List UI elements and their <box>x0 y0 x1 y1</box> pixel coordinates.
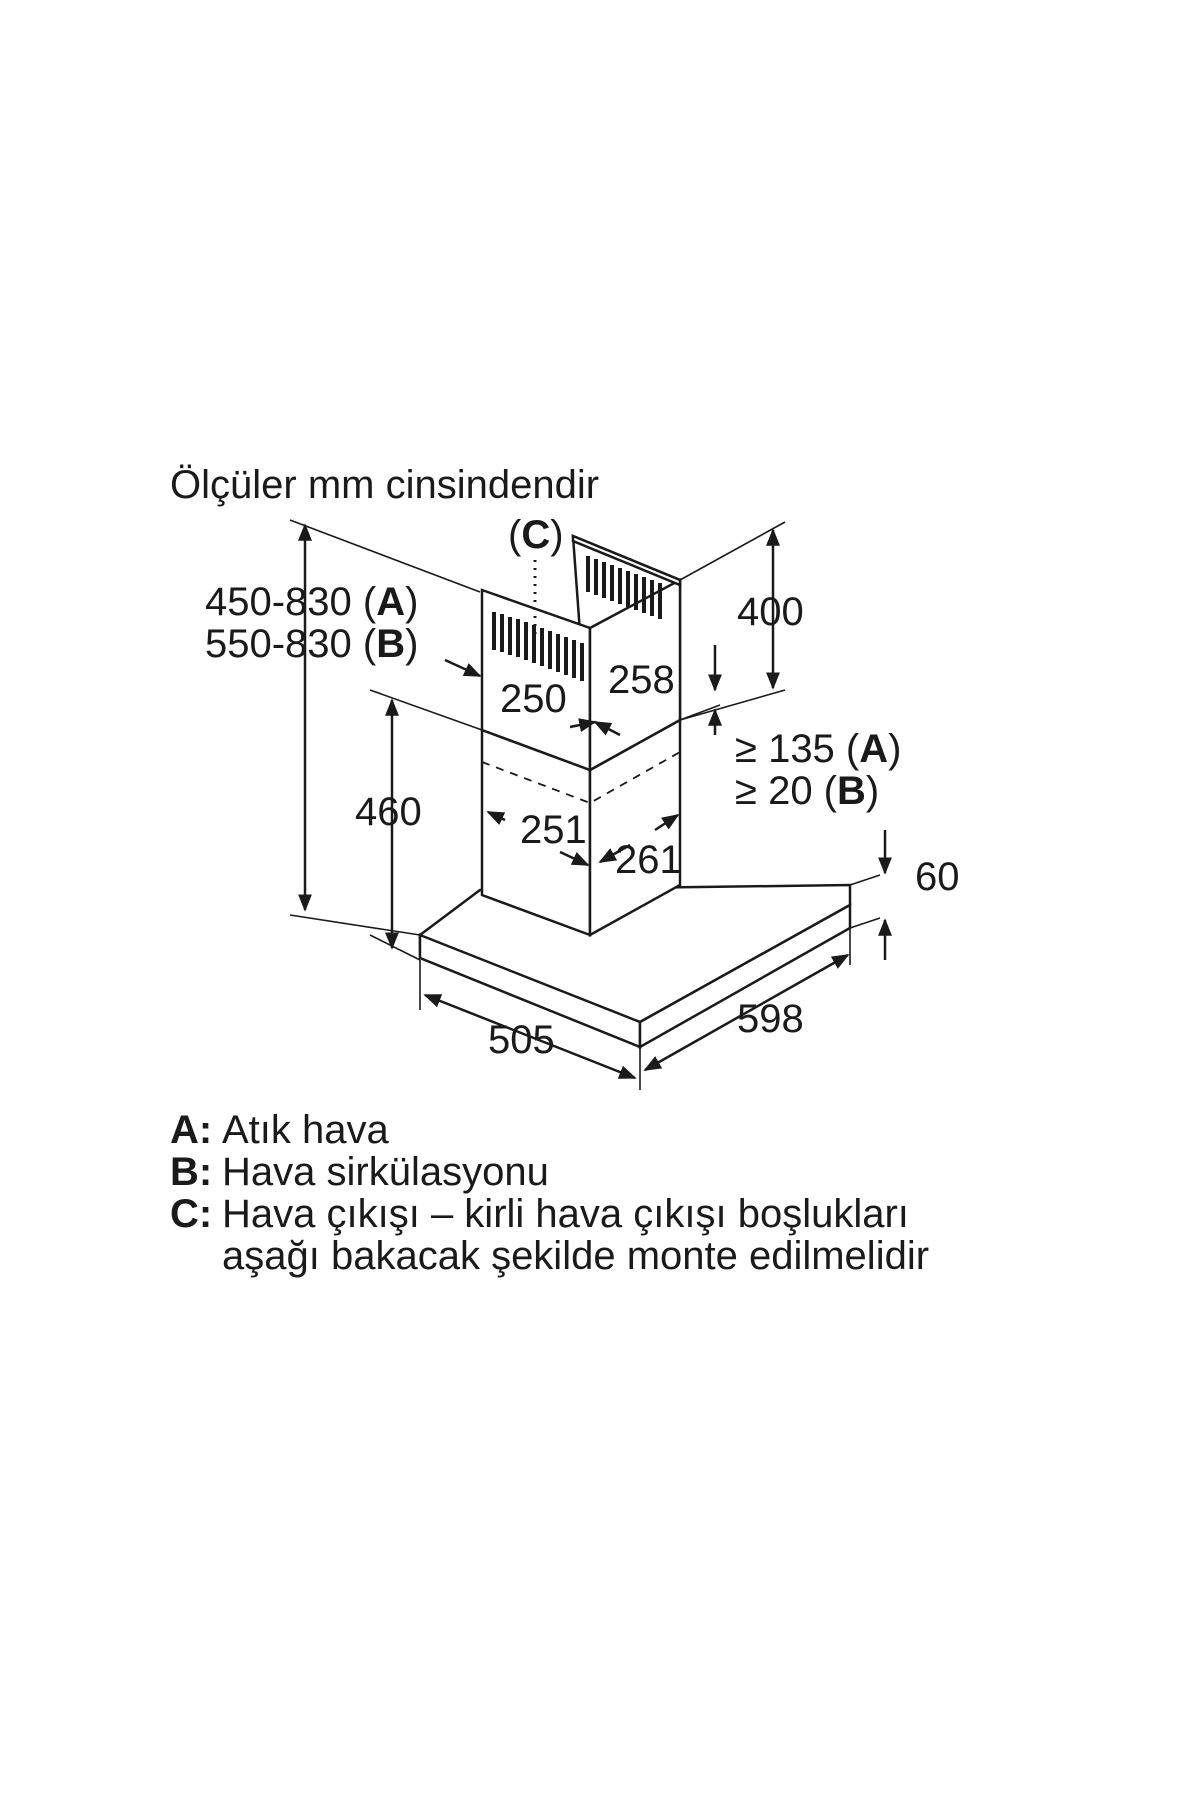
upper-chimney-height-label: 400 <box>737 590 804 634</box>
canopy-height-ext-top <box>849 874 881 886</box>
outlet-c-label: (C) <box>508 513 564 557</box>
upper-chimney-width-label: 250 <box>500 677 567 721</box>
legend-item-c: C: Hava çıkışı – kirli hava çıkışı boşlu… <box>170 1192 909 1236</box>
legend-item-c-continued: aşağı bakacak şekilde monte edilmelidir <box>222 1234 929 1278</box>
legend-text: Hava çıkışı – kirli hava çıkışı boşlukla… <box>222 1192 909 1236</box>
overlap-extension <box>679 704 721 721</box>
lower-width-arrow-right <box>559 850 590 867</box>
lower-chimney-width-label: 251 <box>520 808 587 852</box>
legend-key: A: <box>170 1108 212 1152</box>
dimension-lines <box>289 519 892 1090</box>
extension-line-lower-bottom <box>369 934 421 961</box>
upper-chimney-depth-label: 258 <box>608 658 675 702</box>
legend-text: Atık hava <box>222 1108 390 1152</box>
canopy-height-ext-bottom <box>849 917 881 929</box>
lower-chimney <box>480 717 682 938</box>
lower-width-arrow-left <box>486 810 506 826</box>
upper-width-arrow-right-b <box>593 720 621 737</box>
canopy-height-label: 60 <box>915 855 960 899</box>
extension-line-bottom <box>289 914 421 936</box>
air-outlet-grille-back <box>586 556 662 619</box>
legend-item-b: B: Hava sirkülasyonu <box>170 1150 549 1194</box>
extension-line-upper-top <box>679 521 786 581</box>
upper-chimney-top-edge <box>571 534 682 587</box>
overlap-b-label: ≥ 20 (B) <box>735 769 879 813</box>
lower-depth-arrow-left <box>598 843 631 864</box>
legend-key: C: <box>170 1192 212 1236</box>
legend-text: Hava sirkülasyonu <box>222 1150 549 1194</box>
extension-line-lower-top <box>369 689 483 731</box>
canopy-depth-arrow <box>423 993 637 1080</box>
total-height-a-label: 450-830 (A) <box>205 580 418 624</box>
hood-drawing <box>418 534 852 1050</box>
upper-width-arrow-right <box>569 718 597 732</box>
legend-key: B: <box>170 1150 212 1194</box>
page-title: Ölçüler mm cinsindendir <box>170 463 599 507</box>
extension-line-top <box>289 519 481 593</box>
canopy-width-arrow <box>643 953 850 1072</box>
canopy-width-label: 598 <box>737 997 804 1041</box>
overlap-a-label: ≥ 135 (A) <box>735 727 901 771</box>
lower-chimney-overlap-line <box>481 751 681 804</box>
legend: A: Atık hava B: Hava sirkülasyonu C: Hav… <box>170 1108 929 1278</box>
lower-chimney-height-label: 460 <box>355 790 422 834</box>
lower-depth-arrow-right <box>654 813 680 832</box>
legend-item-a: A: Atık hava <box>170 1108 390 1152</box>
legend-text: aşağı bakacak şekilde monte edilmelidir <box>222 1234 929 1278</box>
dimension-labels: 450-830 (A) 550-830 (B) (C) 400 250 258 … <box>205 513 960 1062</box>
lower-chimney-depth-label: 261 <box>615 838 682 882</box>
upper-width-arrow-left <box>444 658 482 678</box>
canopy-depth-label: 505 <box>488 1018 555 1062</box>
air-outlet-grille-front <box>492 612 584 681</box>
total-height-b-label: 550-830 (B) <box>205 622 418 666</box>
extension-line-upper-bottom <box>679 689 786 721</box>
